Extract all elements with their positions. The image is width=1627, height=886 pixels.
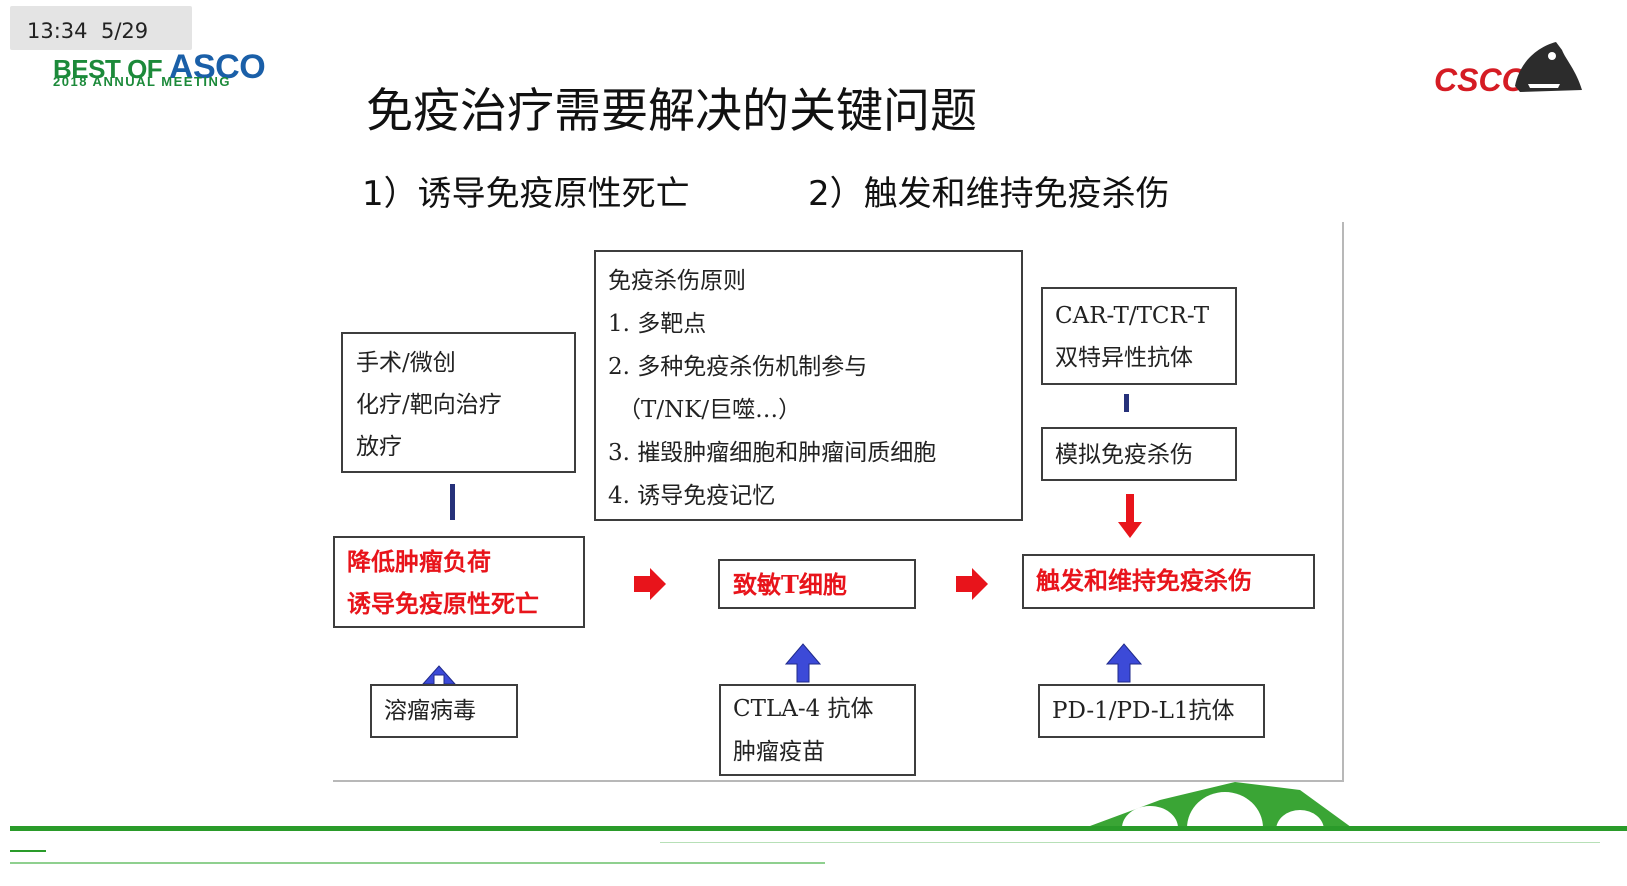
reduce-line-1: 降低肿瘤负荷 [347,547,491,576]
arrow-right-1 [634,568,666,600]
csco-logo: CSCO [1434,62,1527,98]
virus-box: 溶瘤病毒 [370,684,518,738]
asco-best-of: BEST OF [53,54,163,84]
ctla4-line-2: 肿瘤疫苗 [733,739,825,765]
arrow-virus-up [421,665,457,685]
sensitize-box: 致敏T细胞 [718,559,916,609]
sensitize-label: 致敏T细胞 [733,570,847,599]
trigger-label: 触发和维持免疫杀伤 [1036,566,1252,595]
treatments-box: 手术/微创 化疗/靶向治疗 放疗 [341,332,576,473]
status-bar [10,6,192,50]
arrow-cart-down [1124,394,1129,412]
principle-2-detail: （T/NK/巨噬…） [618,397,802,423]
principle-3: 3. 摧毁肿瘤细胞和肿瘤间质细胞 [608,440,937,466]
footer-bridge-icon [1090,782,1355,864]
simulate-label: 模拟免疫杀伤 [1055,442,1193,468]
arrow-pd1-up [1105,643,1143,683]
reduce-burden-box: 降低肿瘤负荷 诱导免疫原性死亡 [333,536,585,628]
subtitle-trigger: 2）触发和维持免疫杀伤 [808,174,1170,214]
diagram-frame-bottom [333,780,1344,782]
principle-1: 1. 多靶点 [608,311,707,337]
principles-heading: 免疫杀伤原则 [608,268,746,294]
principles-box: 免疫杀伤原则 1. 多靶点 2. 多种免疫杀伤机制参与 （T/NK/巨噬…） 3… [594,250,1023,521]
footer-green-line [10,826,1627,831]
cart-line-1: CAR-T/TCR-T [1055,303,1210,329]
cart-line-2: 双特异性抗体 [1055,345,1193,371]
ctla4-box: CTLA-4 抗体 肿瘤疫苗 [719,684,916,776]
pd1-label: PD-1/PD-L1抗体 [1052,698,1235,724]
reduce-line-2: 诱导免疫原性死亡 [347,589,539,618]
pd1-box: PD-1/PD-L1抗体 [1038,684,1265,738]
asco-meeting-label: 2018 ANNUAL MEETING [53,74,232,89]
arrow-treatments-down [450,484,455,520]
treatment-chemo: 化疗/靶向治疗 [356,392,502,418]
clock-time: 13:34 [27,19,88,43]
cart-box: CAR-T/TCR-T 双特异性抗体 [1041,287,1237,385]
csco-mascot-icon [1515,42,1582,92]
treatment-surgery: 手术/微创 [356,350,456,376]
page-counter: 5/29 [101,19,149,43]
trigger-box: 触发和维持免疫杀伤 [1022,554,1315,609]
treatment-radio: 放疗 [356,434,402,460]
arrow-right-2 [956,568,988,600]
virus-label: 溶瘤病毒 [384,698,476,724]
ctla4-line-1: CTLA-4 抗体 [733,696,874,722]
diagram-frame-right [1342,222,1344,782]
footer-light-line [10,862,825,864]
arrow-ctla4-up [784,643,822,683]
asco-logo: BEST OF ASCO [53,48,266,87]
asco-word: ASCO [168,48,266,86]
footer-faint-line [660,842,1600,843]
simulate-box: 模拟免疫杀伤 [1041,427,1237,481]
slide-title: 免疫治疗需要解决的关键问题 [366,84,977,139]
subtitle-induce: 1）诱导免疫原性死亡 [362,174,690,214]
principle-4: 4. 诱导免疫记忆 [608,483,776,509]
principle-2: 2. 多种免疫杀伤机制参与 [608,354,868,380]
footer-short-line [10,850,46,852]
arrow-simulate-down [1118,494,1142,538]
